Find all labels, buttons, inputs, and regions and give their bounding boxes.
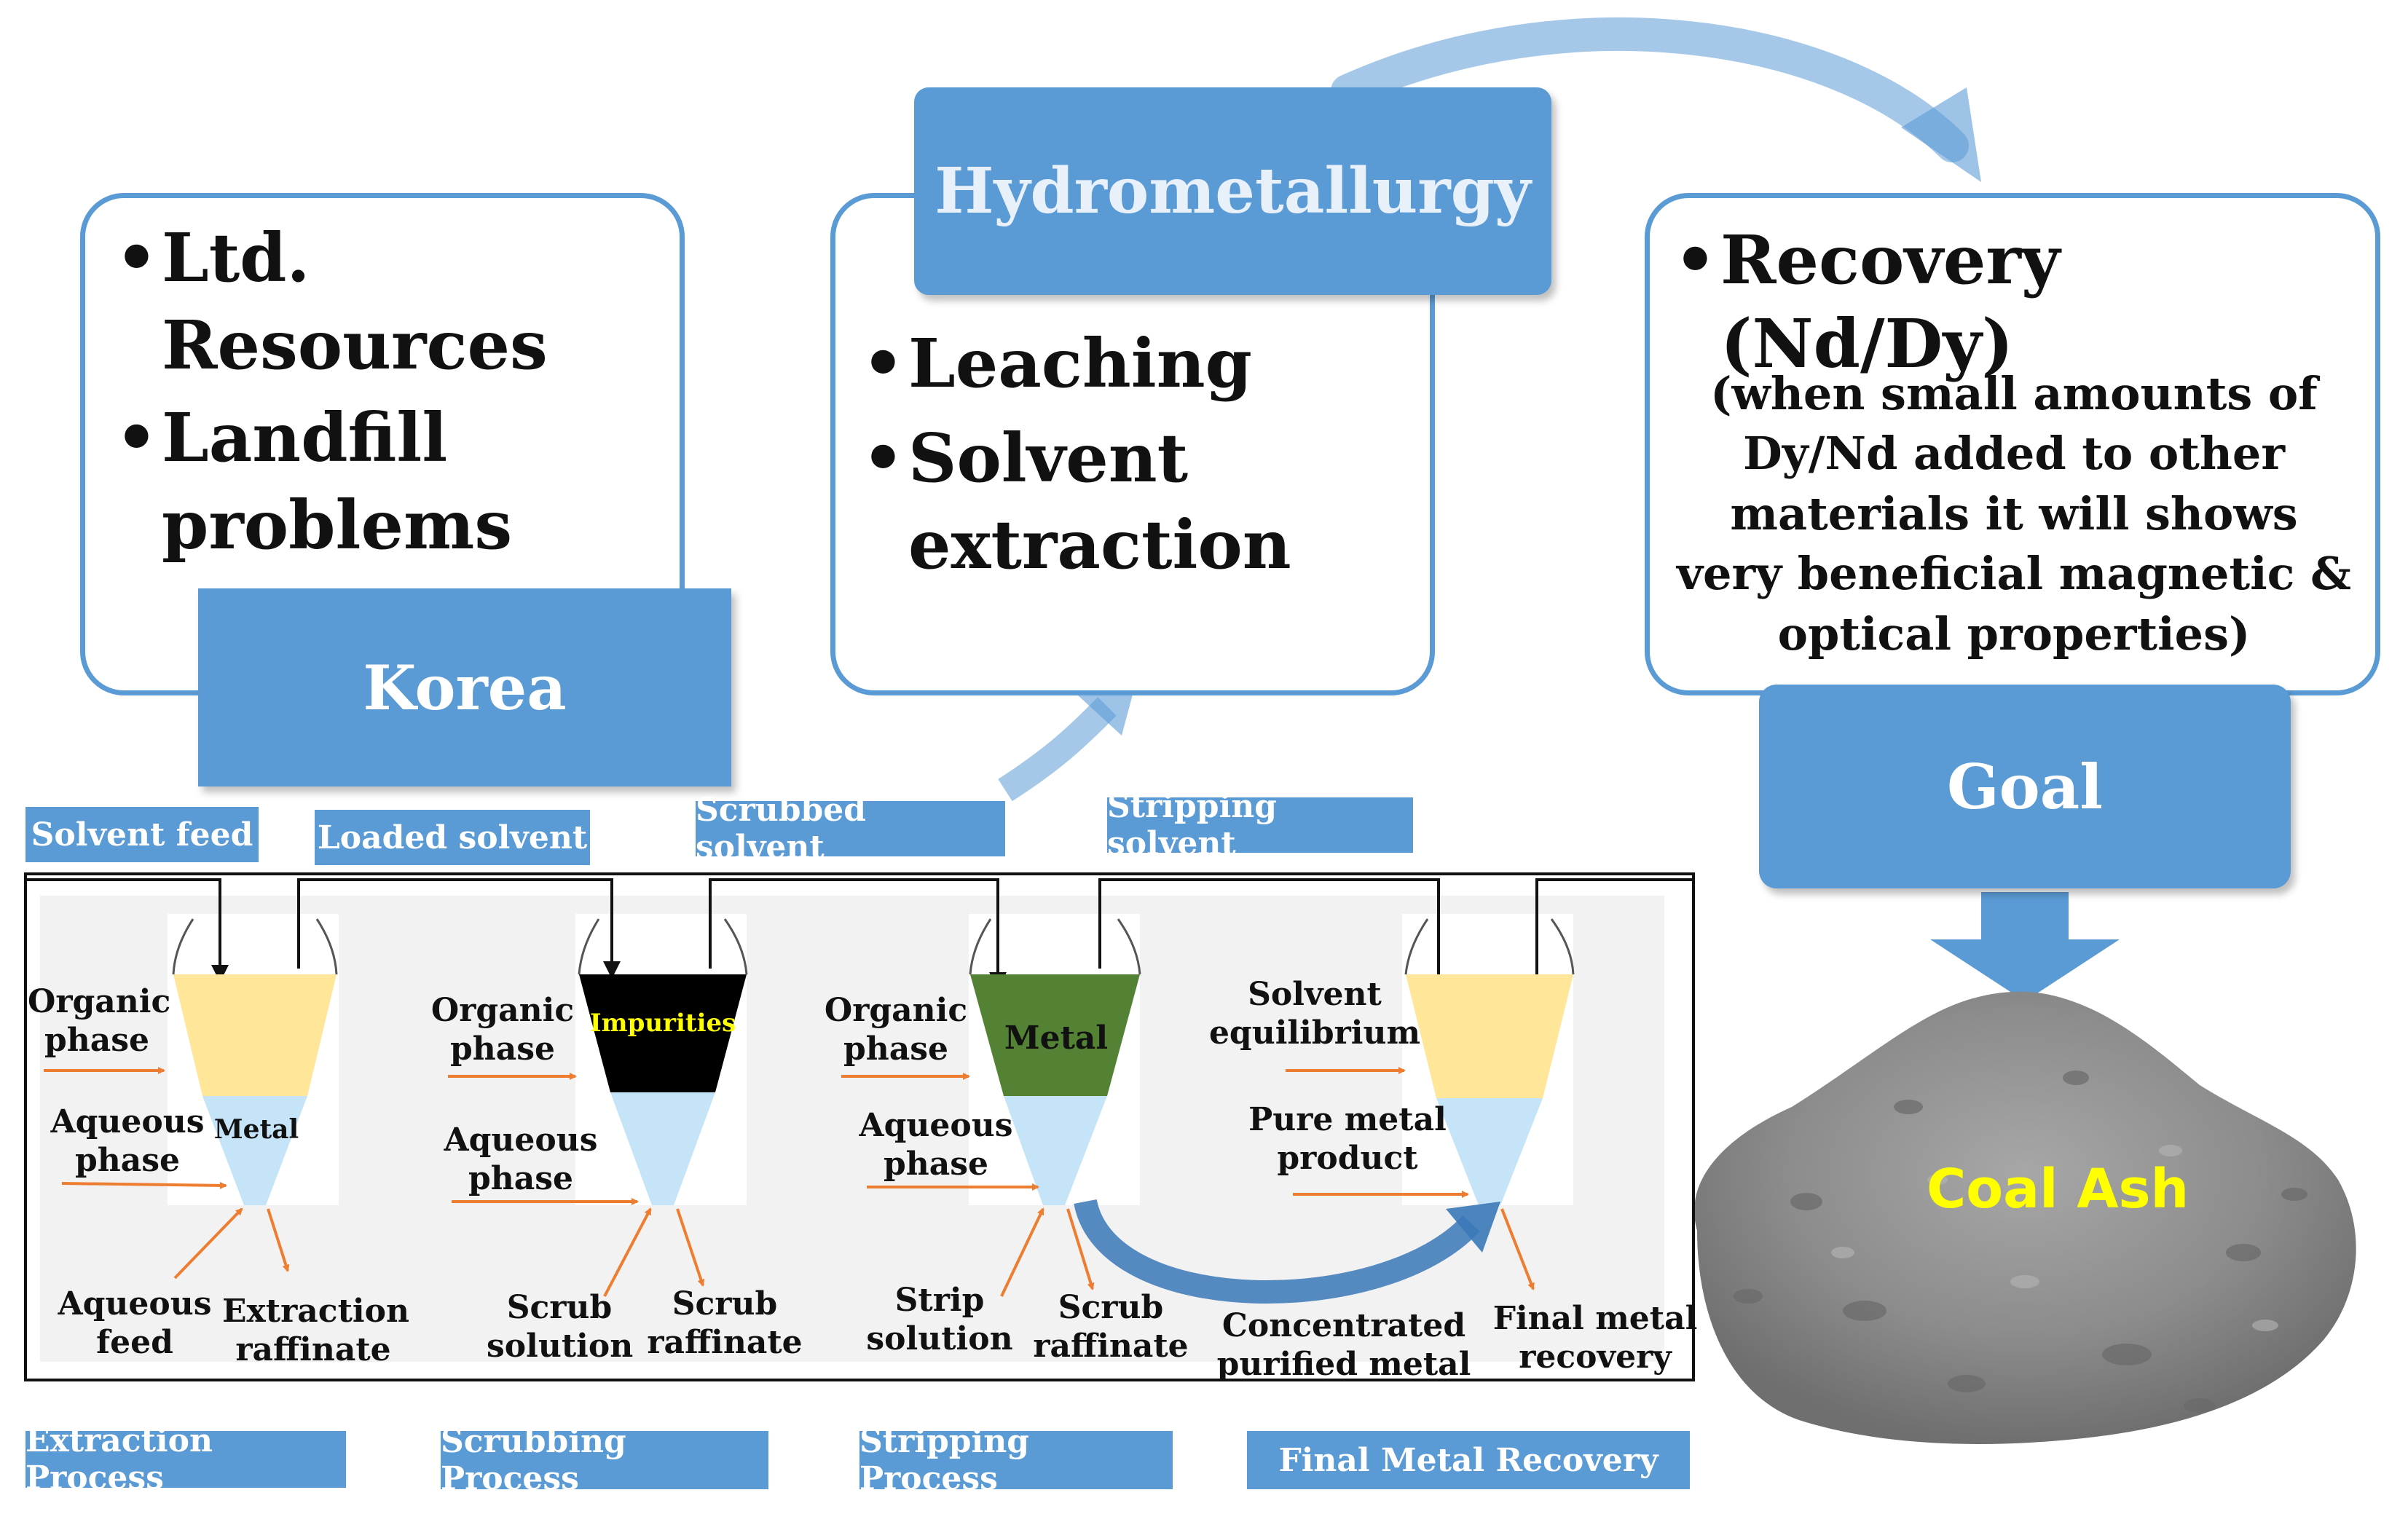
stripping-solvent-label: Stripping solvent: [1107, 788, 1413, 862]
funnel-metal-small-label: Metal: [213, 1114, 299, 1145]
funnel-scrubbing: [578, 918, 748, 1205]
strip-solution-label: Strip solution: [866, 1282, 1013, 1357]
loaded-solvent-label: Loaded solvent: [315, 810, 590, 865]
extraction-feed-label: Aqueous feed: [58, 1285, 212, 1361]
scrubbing-aqueous-label: Aqueous phase: [444, 1121, 598, 1197]
pipes: [25, 878, 1693, 993]
scrub-raffinate-label: Scrub raffinate: [647, 1285, 803, 1361]
middle-bullets: Leaching Solvent extraction: [856, 320, 1424, 589]
goal-tab: Goal: [1759, 685, 2291, 888]
final-metal-recovery-stage-label: Final Metal Recovery: [1247, 1431, 1690, 1489]
korea-tab: Korea: [198, 588, 731, 786]
pure-metal-product-label: Pure metal product: [1248, 1101, 1447, 1177]
stripping-process-label: Stripping Process: [859, 1423, 1173, 1497]
funnel-extraction: [172, 918, 338, 1205]
stripping-raffinate-label: Scrub raffinate: [1033, 1289, 1189, 1365]
extraction-aqueous-label: Aqueous phase: [50, 1103, 205, 1179]
scrubbing-organic-label: Organic phase: [430, 992, 575, 1068]
left-bullet: Landfill problems: [109, 395, 677, 569]
right-bullets: Recovery (Nd/Dy): [1668, 218, 2367, 386]
concentrated-purified-metal-label: Concentrated purified metal: [1216, 1307, 1471, 1383]
funnel-metal-label: Metal: [1004, 1020, 1109, 1057]
coal-ash-label: Coal Ash: [1927, 1158, 2189, 1221]
middle-bullet: Leaching: [856, 320, 1424, 408]
extraction-raffinate-label: Extraction raffinate: [222, 1293, 409, 1368]
funnel-stripping: [969, 918, 1141, 1205]
extraction-process-label: Extraction Process: [25, 1422, 346, 1497]
scrubbed-solvent-label: Scrubbed solvent: [696, 792, 1005, 866]
process-box: [24, 872, 1695, 1381]
middle-bullet: Solvent extraction: [856, 415, 1424, 589]
top-curved-arrow: [1331, 17, 1981, 182]
extraction-organic-label: Organic phase: [28, 983, 171, 1059]
funnel-impurities-label: Impurities: [589, 1009, 736, 1038]
scrub-solution-label: Scrub solution: [487, 1289, 634, 1365]
stripping-aqueous-label: Aqueous phase: [859, 1107, 1013, 1183]
left-bullet: Ltd. Resources: [109, 215, 677, 389]
goal-down-arrow: [1930, 892, 2120, 1001]
concentrated-metal-arrow: [1074, 1199, 1500, 1304]
funnel-final: [1404, 918, 1575, 1205]
coal-ash-pile: [1694, 991, 2356, 1444]
up-arrow-to-middle: [998, 681, 1136, 802]
scrubbing-process-label: Scrubbing Process: [441, 1423, 768, 1497]
right-note: (when small amounts of Dy/Nd added to ot…: [1677, 367, 2351, 661]
solvent-feed-label: Solvent feed: [25, 807, 259, 862]
final-metal-recovery-label: Final metal recovery: [1492, 1300, 1698, 1376]
solvent-equilibrium-label: Solvent equilibrium: [1208, 976, 1421, 1052]
right-bullet: Recovery (Nd/Dy): [1668, 218, 2367, 386]
orange-arrows: [44, 1067, 1535, 1297]
stripping-organic-label: Organic phase: [824, 992, 968, 1068]
hydrometallurgy-tab: Hydrometallurgy: [914, 87, 1551, 295]
left-bullets: Ltd. Resources Landfill problems: [109, 215, 677, 569]
